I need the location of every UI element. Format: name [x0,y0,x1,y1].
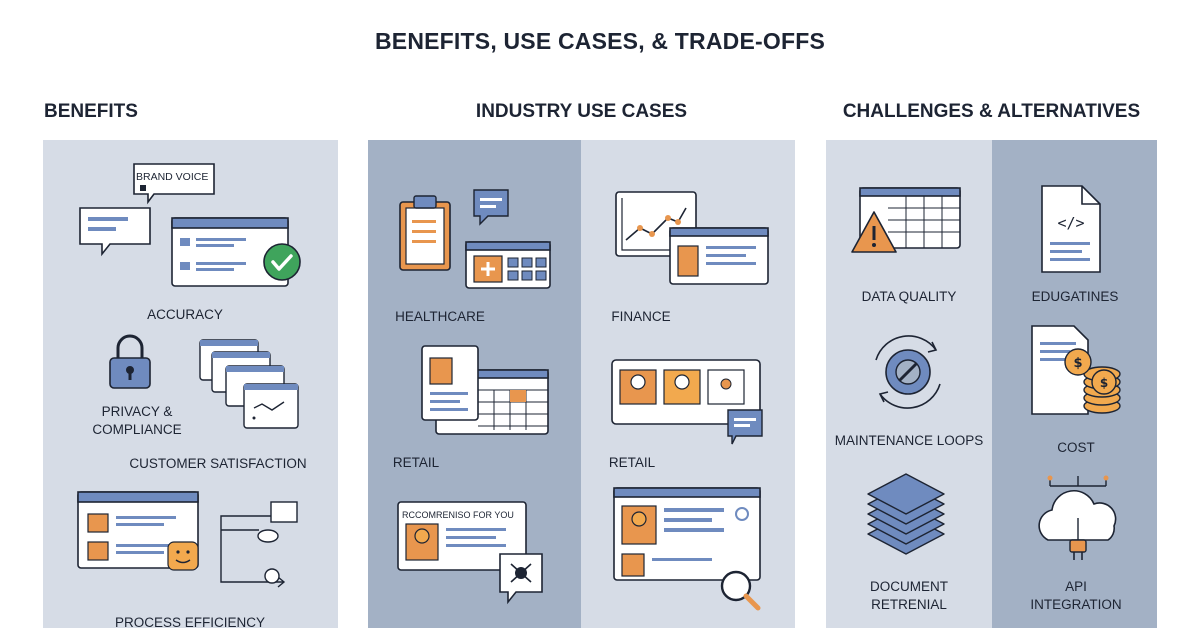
recommended-card-title: RCCOMRENISO FOR YOU [402,510,514,520]
retail-label-2: RETAIL [608,455,656,470]
healthcare-label: HEALTHCARE [395,309,485,324]
data-quality-illustration [851,187,961,253]
healthcare-illustration [399,189,551,289]
api-cloud-icon [1038,475,1117,560]
finance-illustration [615,191,769,285]
svg-text:</>: </> [1057,214,1084,232]
edugatines-label: EDUGATINES [1031,289,1119,304]
benefits-heading: BENEFITS [44,101,138,122]
recommended-illustration [397,501,543,605]
finance-label: FINANCE [611,309,671,324]
lock-icon [109,334,151,389]
compliance-label: COMPLIANCE [92,422,182,437]
cost-illustration: $ $ [1031,325,1121,415]
retail-catalog-illustration [421,345,549,435]
accuracy-label: ACCURACY [147,307,223,322]
retail-profiles-illustration [611,359,763,445]
svg-text:$: $ [1100,376,1108,390]
document-layers-icon [867,473,945,555]
integration-label: INTEGRATION [1030,597,1122,612]
document-label: DOCUMENT [870,579,948,594]
process-efficiency-illustration [77,491,298,588]
page-title: BENEFITS, USE CASES, & TRADE-OFFS [374,28,826,54]
retail-label-1: RETAIL [392,455,440,470]
code-document-icon: </> [1041,185,1101,273]
retrenial-label: RETRENIAL [871,597,947,612]
customer-satisfaction-label: CUSTOMER SATISFACTION [129,456,307,471]
api-label: API [1065,579,1087,594]
use-cases-heading: INDUSTRY USE CASES [475,101,688,122]
challenges-heading: CHALLENGES & ALTERNATIVES [842,101,1141,122]
privacy-label: PRIVACY & [101,404,173,419]
maintenance-loop-icon [875,335,941,409]
svg-text:$: $ [1073,356,1082,371]
cost-label: COST [1057,440,1095,455]
brand-voice-label: BRAND VOICE [136,171,209,183]
customer-cards-illustration [199,339,299,429]
data-quality-label: DATA QUALITY [861,289,957,304]
accuracy-illustration [79,163,301,287]
process-efficiency-label: PROCESS EFFICIENCY [114,615,266,630]
maintenance-loops-label: MAINTENANCE LOOPS [834,433,984,448]
search-profile-illustration [613,487,761,611]
